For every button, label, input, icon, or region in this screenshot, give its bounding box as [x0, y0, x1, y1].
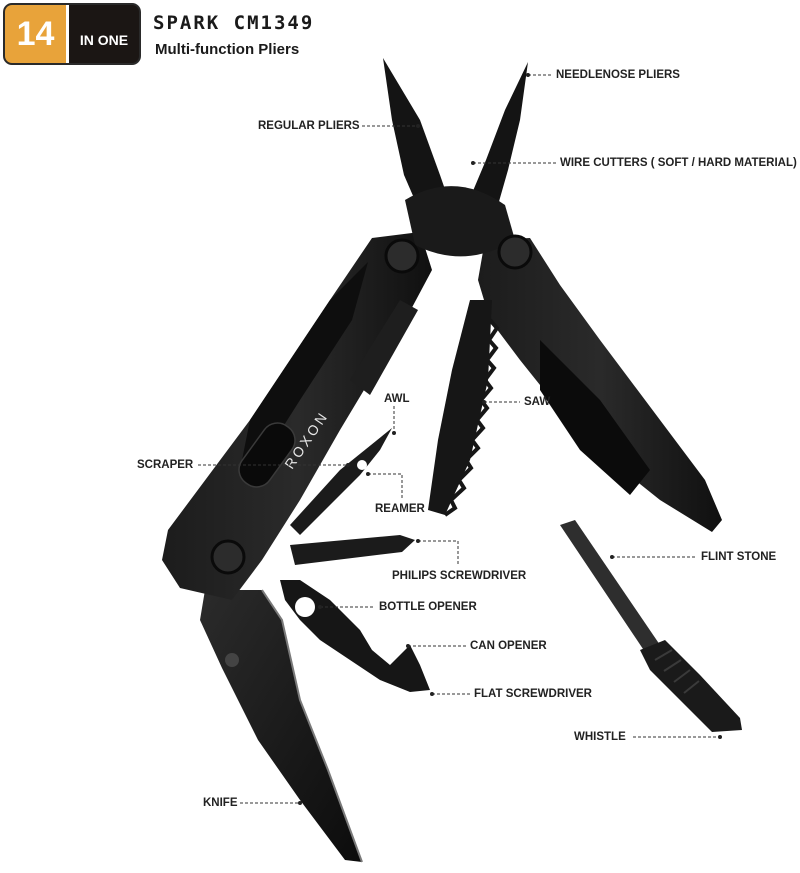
knife-blade: [200, 590, 362, 862]
left-handle-insert: [350, 300, 418, 395]
whistle-ridges: [654, 649, 700, 694]
label-saw: SAW: [524, 396, 551, 408]
label-philips-screwdriver: PHILIPS SCREWDRIVER: [392, 570, 527, 582]
label-awl: AWL: [384, 393, 410, 405]
right-handle: [478, 238, 722, 532]
flint-rod: [560, 520, 660, 652]
label-wire-cutters: WIRE CUTTERS ( SOFT / HARD MATERIAL): [560, 157, 797, 169]
label-flint-stone: FLINT STONE: [701, 551, 777, 563]
needlenose-jaw: [470, 62, 528, 205]
label-reamer: REAMER: [375, 503, 425, 515]
product-subtitle: Multi-function Pliers: [155, 41, 300, 58]
reamer-hole: [357, 460, 367, 470]
count-badge: 14 IN ONE: [3, 3, 141, 65]
awl-scraper: [290, 428, 392, 535]
pivot-screw-bottom: [210, 539, 246, 575]
badge-label: IN ONE: [79, 32, 129, 48]
product-title: SPARK CM1349: [153, 12, 315, 34]
philips-screwdriver: [290, 535, 415, 565]
left-handle: [162, 232, 432, 600]
left-handle-grip: [240, 262, 368, 470]
flint-whistle-handle: [640, 640, 742, 732]
regular-pliers-jaw: [383, 58, 448, 212]
label-flat-screwdriver: FLAT SCREWDRIVER: [474, 688, 592, 700]
knife-stud: [225, 653, 239, 667]
bottle-opener-hole: [295, 597, 315, 617]
pivot-screw-left: [384, 238, 420, 274]
label-needlenose-pliers: NEEDLENOSE PLIERS: [556, 69, 680, 81]
knife-edge: [261, 589, 363, 863]
pivot-screw-right: [497, 234, 533, 270]
pliers-pivot: [405, 186, 515, 257]
saw-blade: [428, 300, 492, 515]
label-whistle: WHISTLE: [574, 731, 626, 743]
right-handle-grip: [540, 340, 650, 495]
saw-teeth: [443, 318, 500, 517]
label-bottle-opener: BOTTLE OPENER: [379, 601, 477, 613]
badge-number: 14: [5, 5, 69, 63]
bottle-can-opener: [280, 580, 430, 692]
label-can-opener: CAN OPENER: [470, 640, 547, 652]
label-scraper: SCRAPER: [137, 459, 194, 471]
label-regular-pliers: REGULAR PLIERS: [258, 120, 360, 132]
label-knife: KNIFE: [203, 797, 238, 809]
